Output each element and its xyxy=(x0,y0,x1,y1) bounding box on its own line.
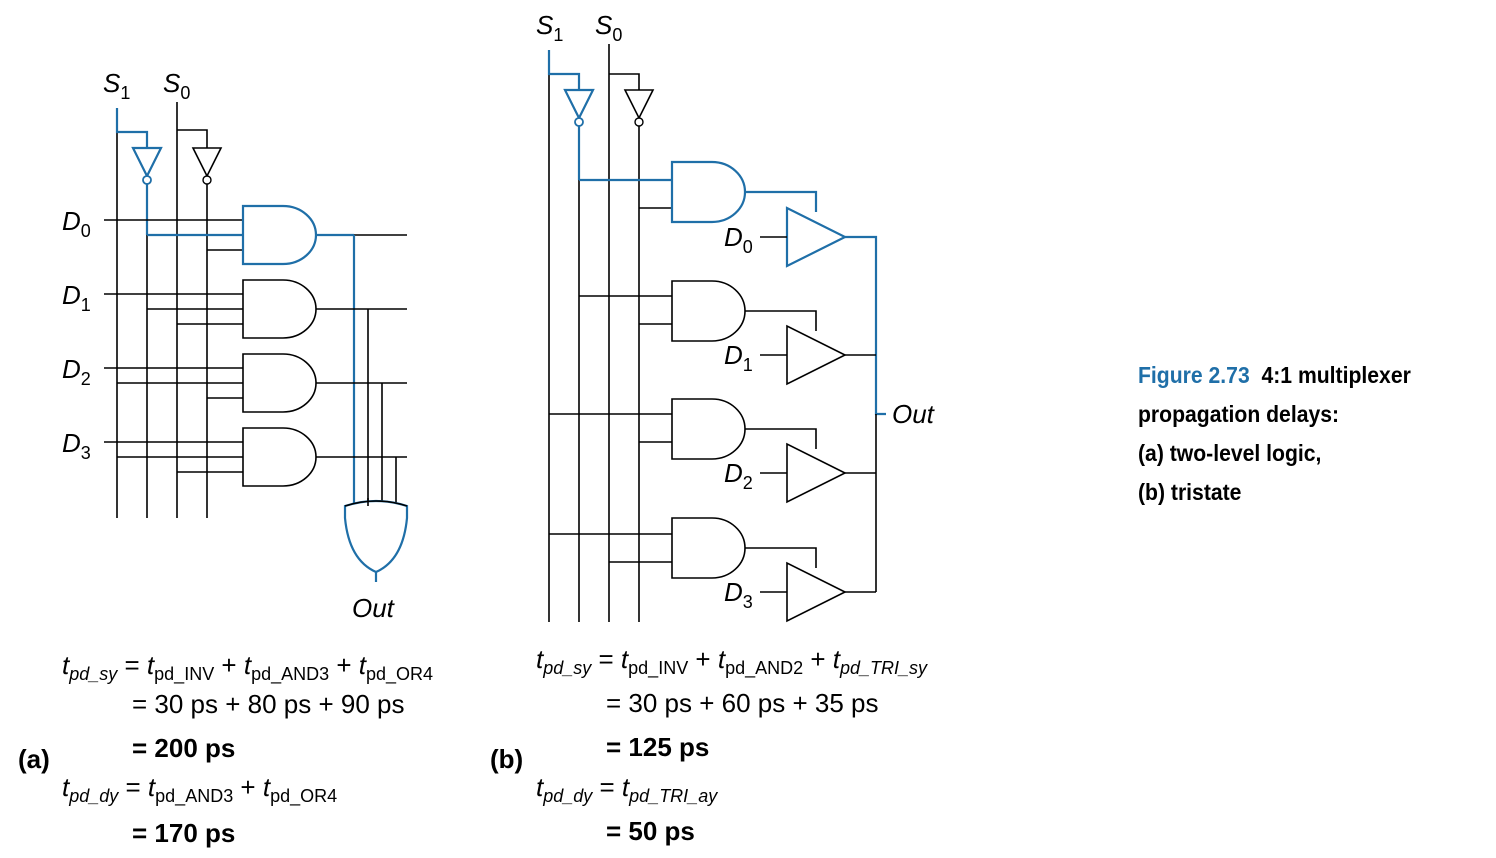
a-eq1-result: = 200 ps xyxy=(132,733,235,763)
b-eq2-result: = 50 ps xyxy=(606,816,695,846)
b-d3-label: D3 xyxy=(724,577,753,612)
panel-a-label: (a) xyxy=(18,744,50,774)
b-and2-gate-1 xyxy=(671,280,746,342)
a-d1-label: D1 xyxy=(62,280,91,315)
a-eq1: tpd_sy = tpd_INV + tpd_AND3 + tpd_OR4 xyxy=(62,650,433,685)
b-tristate-0 xyxy=(785,206,848,268)
a-inverter-s0 xyxy=(191,147,223,178)
a-s1-tap xyxy=(115,108,149,148)
b-tristate-1 xyxy=(786,324,847,386)
b-d1-label: D1 xyxy=(724,340,753,375)
b-tristate-3 xyxy=(786,561,847,623)
b-s0-label: S0 xyxy=(595,10,622,45)
a-s0-tap xyxy=(177,129,208,148)
a-eq2: tpd_dy = tpd_AND3 + tpd_OR4 xyxy=(62,772,337,807)
a-d3-label: D3 xyxy=(62,428,91,463)
b-inverter-s0 xyxy=(623,89,655,120)
a-inverter-s1-bubble xyxy=(142,175,152,185)
b-s1-label: S1 xyxy=(536,10,563,45)
b-out-label: Out xyxy=(892,399,936,429)
b-eq1-result: = 125 ps xyxy=(606,732,709,762)
caption-line-4: (b) tristate xyxy=(1138,479,1242,505)
a-eq1-values: = 30 ps + 80 ps + 90 ps xyxy=(132,689,404,719)
a-or4-gate xyxy=(343,499,409,574)
caption-line-1: 4:1 multiplexer xyxy=(1261,362,1411,388)
a-s0-label: S0 xyxy=(163,68,190,103)
a-and3-gate-1 xyxy=(242,279,317,339)
b-and2-gate-0 xyxy=(670,160,747,224)
b-eq1-values: = 30 ps + 60 ps + 35 ps xyxy=(606,688,878,718)
panel-b-equations: (b) tpd_sy = tpd_INV + tpd_AND2 + tpd_TR… xyxy=(490,644,928,846)
b-d0-label: D0 xyxy=(724,222,753,257)
a-s1-label: S1 xyxy=(103,68,130,103)
a-and3-gate-0 xyxy=(241,204,318,266)
b-inverter-s1 xyxy=(563,88,595,121)
a-inverter-s1 xyxy=(131,146,163,179)
panel-a-equations: (a) tpd_sy = tpd_INV + tpd_AND3 + tpd_OR… xyxy=(18,650,433,848)
b-tristate-2 xyxy=(786,442,847,504)
panel-b-circuit: S1 S0 xyxy=(536,10,936,623)
a-inverter-s0-bubble xyxy=(202,175,212,185)
a-d0-label: D0 xyxy=(62,206,91,241)
a-and3-gate-3 xyxy=(242,427,317,487)
a-out-label: Out xyxy=(352,593,396,623)
b-eq1: tpd_sy = tpd_INV + tpd_AND2 + tpd_TRI_sy xyxy=(536,644,928,679)
caption-line-2: propagation delays: xyxy=(1138,401,1340,427)
a-and3-gate-2 xyxy=(242,353,317,413)
panel-a-circuit: S1 S0 D0 D1 D2 D3 xyxy=(62,68,409,623)
b-eq2: tpd_dy = tpd_TRI_ay xyxy=(536,772,718,806)
figure-caption: Figure 2.73 4:1 multiplexer propagation … xyxy=(1138,356,1460,512)
b-d2-label: D2 xyxy=(724,458,753,493)
b-and2-gate-3 xyxy=(671,517,746,579)
caption-line-3: (a) two-level logic, xyxy=(1138,440,1322,466)
panel-b-label: (b) xyxy=(490,744,523,774)
a-eq2-result: = 170 ps xyxy=(132,818,235,848)
b-and2-gate-2 xyxy=(671,398,746,460)
a-d2-label: D2 xyxy=(62,354,91,389)
figure-number: Figure 2.73 xyxy=(1138,362,1250,388)
